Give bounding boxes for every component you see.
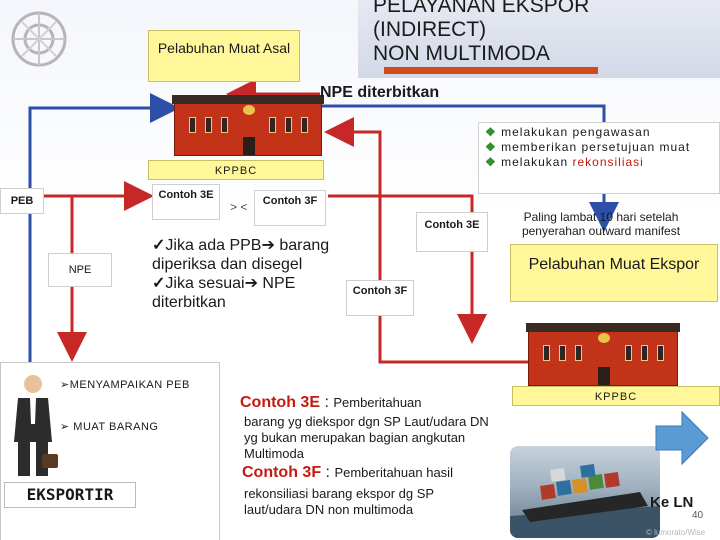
contoh-3e-label: Contoh 3E (416, 212, 488, 252)
definition-3f-title: Contoh 3F : Pemberitahuan hasil (242, 464, 453, 481)
duty-item: ❖ memberikan persetujuan muat (485, 140, 691, 154)
definition-3f-body: rekonsiliasi barang ekspor dg SP laut/ud… (244, 486, 434, 517)
definition-3e-body: barang yg diekspor dgn SP Laut/udara DN … (244, 414, 489, 461)
exporter-step-load-goods: ➢ MUAT BARANG (60, 421, 159, 433)
checkmark-icon: ✓ (152, 275, 166, 292)
checkmark-icon: ✓ (152, 237, 166, 254)
contoh-3e-label: Contoh 3E (152, 184, 220, 220)
exporter-label: EKSPORTIR (4, 482, 136, 508)
arrow-right-icon: ➔ (244, 275, 258, 292)
origin-port-box: Pelabuhan Muat Asal (148, 30, 300, 82)
kppbc-label-right: KPPBC (512, 386, 720, 406)
page-number: 40 (692, 510, 704, 521)
kppbc-office-icon (526, 323, 680, 386)
kppbc-label-top: KPPBC (148, 160, 324, 180)
diamond-bullet-icon: ❖ (485, 140, 497, 154)
export-direction-arrow-icon (655, 410, 709, 466)
conditions-list: ✓Jika ada PPB➔ barang diperiksa dan dise… (152, 236, 352, 312)
title-underline (384, 67, 598, 74)
slide-title: PELAYANAN EKSPOR (INDIRECT) NON MULTIMOD… (373, 0, 713, 66)
peb-label: PEB (0, 188, 44, 214)
contoh-3f-label: Contoh 3F (254, 190, 326, 226)
duty-item: ❖ melakukan pengawasan (485, 125, 651, 139)
arrow-right-icon: ➔ (261, 237, 275, 254)
condition-item: ✓Jika sesuai➔ NPE diterbitkan (152, 275, 296, 311)
destination-label: Ke LN (650, 494, 694, 511)
title-line-3: NON MULTIMODA (373, 42, 550, 65)
npe-issued-label: NPE diterbitkan (320, 84, 440, 101)
kppbc-office-icon (172, 95, 324, 156)
compare-symbol: > < (230, 200, 248, 214)
deadline-note: Paling lambat 10 hari setelah penyerahan… (521, 210, 681, 238)
exporter-step-submit-peb: ➢MENYAMPAIKAN PEB (60, 379, 190, 391)
npe-label: NPE (48, 253, 112, 287)
duty-item: ❖ melakukan rekonsiliasi (485, 155, 644, 169)
exporter-person-icon (14, 375, 58, 476)
title-line-1: PELAYANAN EKSPOR (373, 0, 590, 17)
definition-3e-title: Contoh 3E : Pemberitahuan (240, 394, 422, 411)
watermark: © lumorato/Wise (646, 528, 706, 537)
diamond-bullet-icon: ❖ (485, 125, 497, 139)
condition-item: ✓Jika ada PPB➔ barang diperiksa dan dise… (152, 237, 330, 273)
title-background (358, 0, 720, 78)
customs-emblem-icon (11, 11, 67, 67)
kppbc-duties-box: ❖ melakukan pengawasan ❖ memberikan pers… (478, 122, 720, 194)
contoh-3f-label: Contoh 3F (346, 280, 414, 316)
diamond-bullet-icon: ❖ (485, 155, 497, 169)
export-port-box: Pelabuhan Muat Ekspor (510, 244, 718, 302)
container-ship-image (510, 446, 660, 538)
title-line-2: (INDIRECT) (373, 18, 487, 41)
